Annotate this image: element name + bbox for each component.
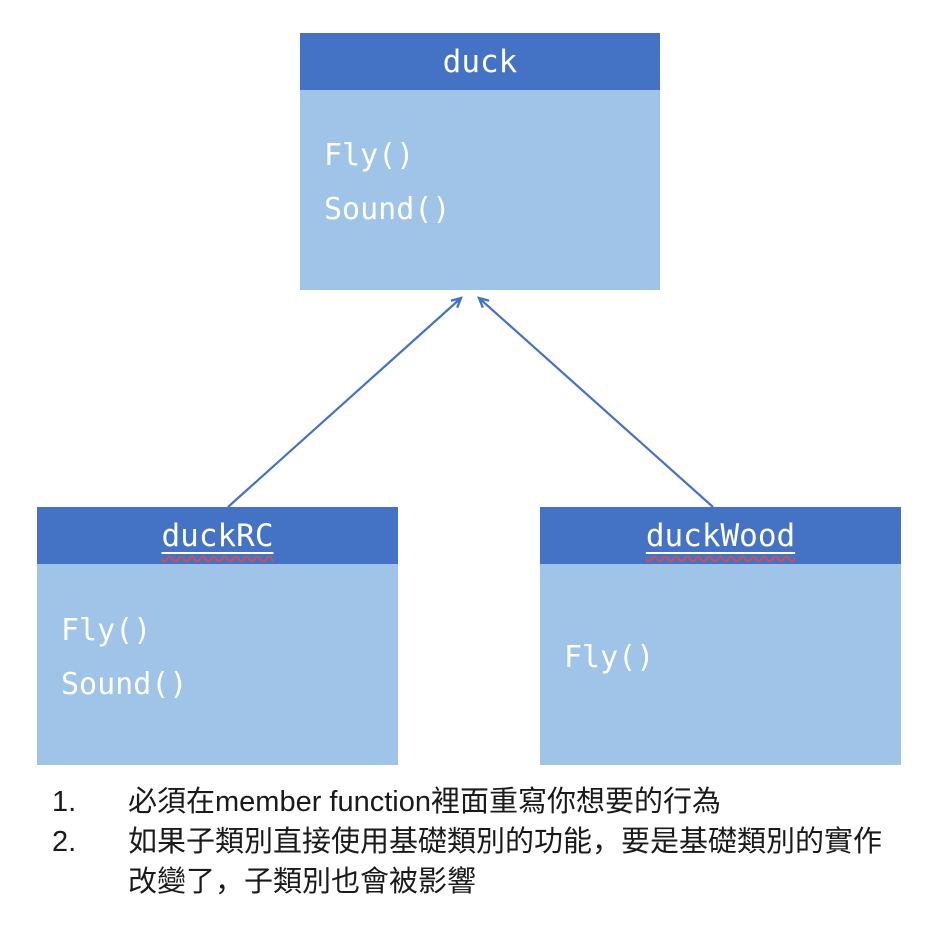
- list-item: 1. 必須在member function裡面重寫你想要的行為: [52, 782, 892, 822]
- class-name: duckRC: [162, 518, 274, 554]
- method-label: Fly(): [324, 138, 415, 173]
- notes-list: 1. 必須在member function裡面重寫你想要的行為 2. 如果子類別…: [52, 782, 892, 902]
- class-body: Fly() Sound(): [300, 90, 660, 290]
- class-name: duckWood: [646, 518, 795, 554]
- list-item-number: 1.: [52, 786, 77, 818]
- class-name: duck: [442, 43, 518, 80]
- class-name-text: duckRC: [161, 517, 274, 554]
- class-box-duck: duck Fly() Sound(): [300, 33, 660, 290]
- class-header: duckWood: [540, 507, 901, 564]
- method-label: Fly(): [61, 612, 152, 648]
- list-item: 2. 如果子類別直接使用基礎類別的功能，要是基礎類別的實作改變了，子類別也會被影…: [52, 822, 892, 902]
- class-box-duckwood: duckWood Fly(): [540, 507, 901, 765]
- method-label: Sound(): [324, 192, 451, 227]
- class-box-duckrc: duckRC Fly() Sound(): [37, 507, 398, 765]
- list-item-number: 2.: [52, 826, 77, 858]
- class-name-text: duckWood: [645, 517, 796, 554]
- method-label: Fly(): [564, 639, 655, 675]
- method-label: Sound(): [61, 666, 188, 702]
- arrow-duckrc-to-duck: [227, 298, 461, 508]
- arrow-duckwood-to-duck: [479, 298, 714, 508]
- list-item-text: 必須在member function裡面重寫你想要的行為: [128, 786, 721, 818]
- class-header: duck: [300, 33, 660, 90]
- class-body: Fly(): [540, 564, 901, 765]
- class-header: duckRC: [37, 507, 398, 564]
- class-body: Fly() Sound(): [37, 564, 398, 765]
- list-item-text: 如果子類別直接使用基礎類別的功能，要是基礎類別的實作改變了，子類別也會被影響: [128, 826, 883, 898]
